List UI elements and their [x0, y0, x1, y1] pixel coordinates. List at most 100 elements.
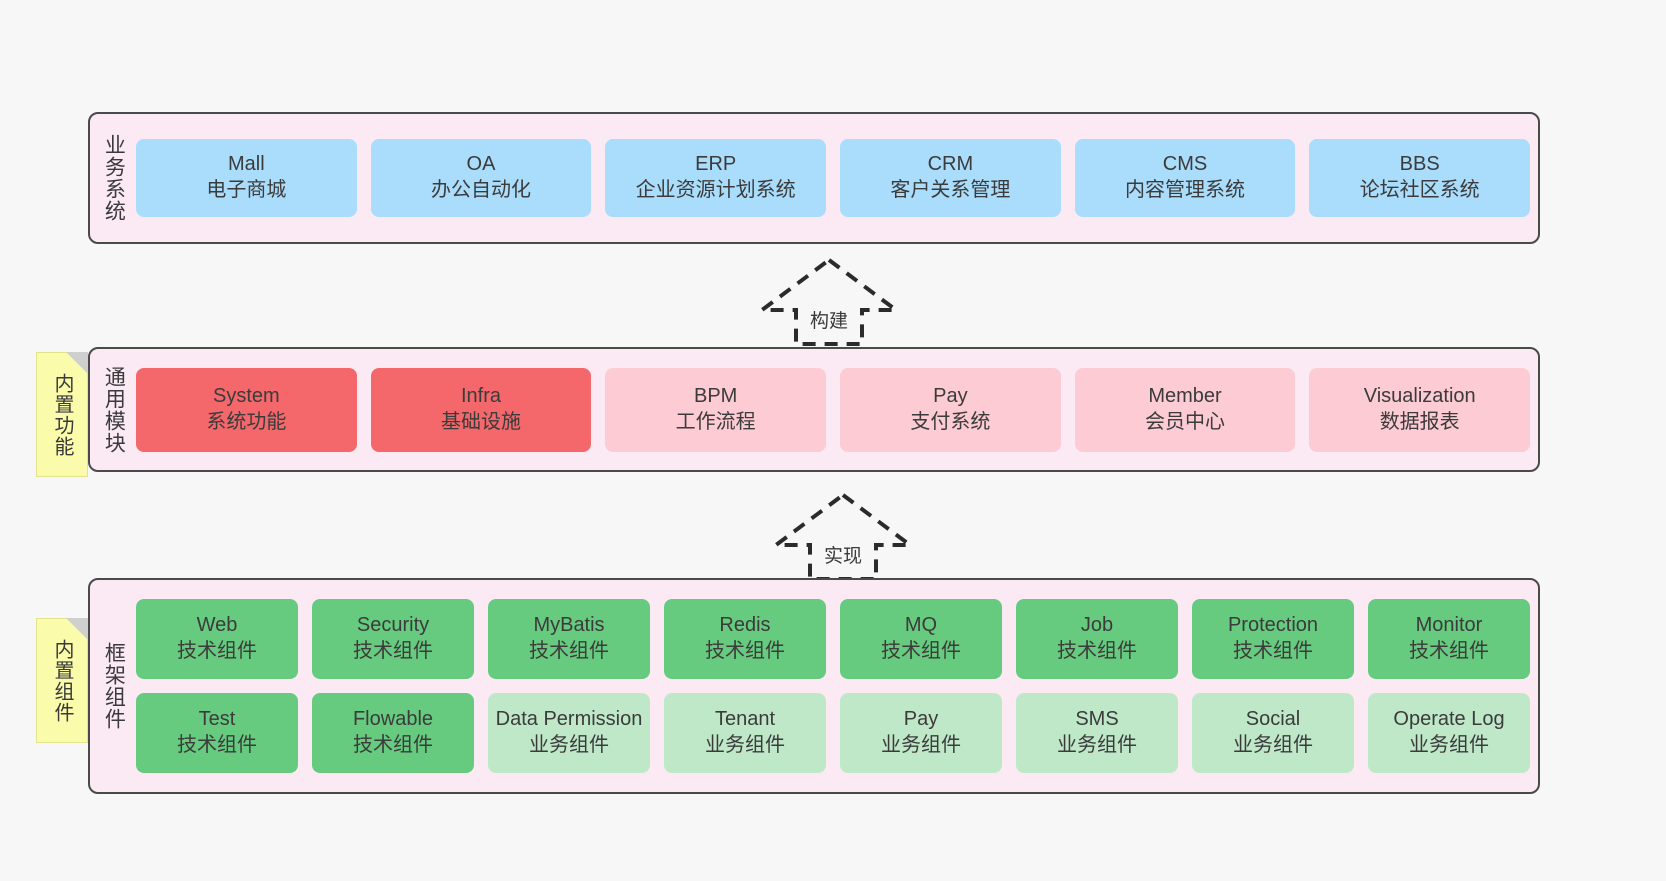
card-mybatis[interactable]: MyBatis 技术组件	[488, 599, 650, 679]
card-title-en: CRM	[927, 153, 974, 176]
card-title-en: BBS	[1399, 153, 1440, 176]
card-title-en: Protection	[1227, 614, 1319, 637]
card-title-en: Monitor	[1415, 614, 1483, 637]
card-title-en: System	[212, 384, 280, 407]
card-title-cn: 数据报表	[1379, 410, 1460, 433]
module-card-row: System 系统功能 Infra 基础设施 BPM 工作流程 Pay 支付系统…	[136, 367, 1531, 452]
card-data-permission[interactable]: Data Permission 业务组件	[488, 693, 650, 773]
card-title-en: Data Permission	[495, 708, 643, 731]
card-title-cn: 业务组件	[529, 734, 609, 756]
card-title-en: Flowable	[352, 708, 434, 731]
card-title-en: CMS	[1162, 153, 1208, 176]
card-test[interactable]: Test 技术组件	[136, 693, 298, 773]
business-card-row: Mall 电子商城 OA 办公自动化 ERP 企业资源计划系统 CRM 客户关系…	[136, 139, 1531, 217]
card-title-en: Member	[1148, 384, 1222, 407]
card-title-en: OA	[466, 153, 496, 176]
card-redis[interactable]: Redis 技术组件	[664, 599, 826, 679]
card-title-cn: 技术组件	[353, 640, 433, 662]
card-title-cn: 业务组件	[1233, 734, 1313, 756]
layer-title-framework: 框架组件	[102, 642, 126, 730]
tag-builtin-components: 内置组件	[36, 618, 88, 743]
card-title-en: Redis	[719, 614, 771, 637]
connector-implement: 实现	[768, 487, 918, 582]
card-title-cn: 论坛社区系统	[1359, 179, 1480, 201]
card-mq[interactable]: MQ 技术组件	[840, 599, 1002, 679]
card-title-en: Security	[356, 614, 430, 637]
card-infra[interactable]: Infra 基础设施	[370, 367, 592, 452]
card-tenant[interactable]: Tenant 业务组件	[664, 693, 826, 773]
card-pay-component[interactable]: Pay 业务组件	[840, 693, 1002, 773]
framework-row-business: Test 技术组件 Flowable 技术组件 Data Permission …	[136, 693, 1530, 773]
card-security[interactable]: Security 技术组件	[312, 599, 474, 679]
card-title-en: Job	[1080, 614, 1114, 637]
layer-body-business: Mall 电子商城 OA 办公自动化 ERP 企业资源计划系统 CRM 客户关系…	[136, 114, 1538, 242]
card-title-en: Visualization	[1363, 384, 1476, 407]
connector-build: 构建	[754, 252, 904, 347]
card-flowable[interactable]: Flowable 技术组件	[312, 693, 474, 773]
card-member[interactable]: Member 会员中心	[1074, 367, 1296, 452]
card-title-cn: 技术组件	[1057, 640, 1137, 662]
card-oa[interactable]: OA 办公自动化	[370, 139, 592, 217]
card-title-en: Tenant	[714, 708, 776, 731]
card-title-cn: 系统功能	[206, 410, 287, 433]
card-title-cn: 技术组件	[529, 640, 609, 662]
card-visualization[interactable]: Visualization 数据报表	[1309, 367, 1531, 452]
card-title-cn: 内容管理系统	[1125, 179, 1246, 201]
card-bpm[interactable]: BPM 工作流程	[605, 367, 827, 452]
layer-framework-components: 框架组件 Web 技术组件 Security 技术组件 MyBatis 技术组件	[88, 578, 1540, 794]
card-title-en: Social	[1245, 708, 1301, 731]
card-title-en: MyBatis	[533, 614, 605, 637]
card-title-cn: 业务组件	[881, 734, 961, 756]
card-social[interactable]: Social 业务组件	[1192, 693, 1354, 773]
card-title-en: MQ	[904, 614, 938, 637]
card-title-cn: 支付系统	[910, 410, 991, 433]
layer-title-business: 业务系统	[102, 134, 126, 222]
card-title-cn: 技术组件	[1233, 640, 1313, 662]
card-sms[interactable]: SMS 业务组件	[1016, 693, 1178, 773]
card-title-cn: 办公自动化	[431, 179, 531, 201]
layer-body-framework: Web 技术组件 Security 技术组件 MyBatis 技术组件 Redi…	[136, 580, 1538, 792]
card-monitor[interactable]: Monitor 技术组件	[1368, 599, 1530, 679]
card-title-cn: 技术组件	[881, 640, 961, 662]
layer-business-systems: 业务系统 Mall 电子商城 OA 办公自动化 ERP 企业资源计划系统 CRM	[88, 112, 1540, 244]
card-job[interactable]: Job 技术组件	[1016, 599, 1178, 679]
card-crm[interactable]: CRM 客户关系管理	[840, 139, 1061, 217]
card-title-cn: 客户关系管理	[890, 179, 1011, 201]
card-title-cn: 技术组件	[1409, 640, 1489, 662]
card-pay-module[interactable]: Pay 支付系统	[840, 367, 1061, 452]
card-operate-log[interactable]: Operate Log 业务组件	[1368, 693, 1530, 773]
card-web[interactable]: Web 技术组件	[136, 599, 298, 679]
card-title-en: Pay	[903, 708, 939, 731]
card-title-cn: 会员中心	[1145, 410, 1226, 433]
card-title-cn: 业务组件	[1057, 734, 1137, 756]
layer-body-modules: System 系统功能 Infra 基础设施 BPM 工作流程 Pay 支付系统…	[136, 349, 1538, 470]
tag-label: 内置功能	[51, 372, 73, 457]
card-system[interactable]: System 系统功能	[136, 367, 357, 452]
card-title-cn: 基础设施	[441, 410, 521, 433]
card-title-en: Test	[198, 708, 236, 731]
card-title-en: SMS	[1075, 708, 1119, 731]
card-title-cn: 技术组件	[177, 734, 257, 756]
connector-build-label: 构建	[809, 311, 848, 332]
tag-builtin-functions: 内置功能	[36, 352, 88, 477]
card-bbs[interactable]: BBS 论坛社区系统	[1309, 139, 1531, 217]
card-title-cn: 业务组件	[705, 734, 785, 756]
card-title-cn: 电子商城	[206, 179, 287, 201]
card-title-cn: 技术组件	[353, 734, 433, 756]
card-cms[interactable]: CMS 内容管理系统	[1074, 139, 1296, 217]
card-title-cn: 企业资源计划系统	[635, 179, 796, 201]
card-protection[interactable]: Protection 技术组件	[1192, 599, 1354, 679]
card-erp[interactable]: ERP 企业资源计划系统	[605, 139, 827, 217]
layer-title-modules: 通用模块	[102, 365, 126, 454]
card-title-en: BPM	[694, 384, 738, 407]
card-title-en: Pay	[933, 384, 968, 407]
card-title-cn: 业务组件	[1409, 734, 1489, 756]
connector-implement-label: 实现	[823, 546, 862, 567]
card-title-en: Infra	[460, 384, 502, 407]
tag-label: 内置组件	[51, 638, 73, 723]
card-mall[interactable]: Mall 电子商城	[136, 139, 357, 217]
card-title-cn: 技术组件	[705, 640, 785, 662]
card-title-en: ERP	[695, 153, 737, 176]
card-title-en: Mall	[228, 153, 265, 176]
